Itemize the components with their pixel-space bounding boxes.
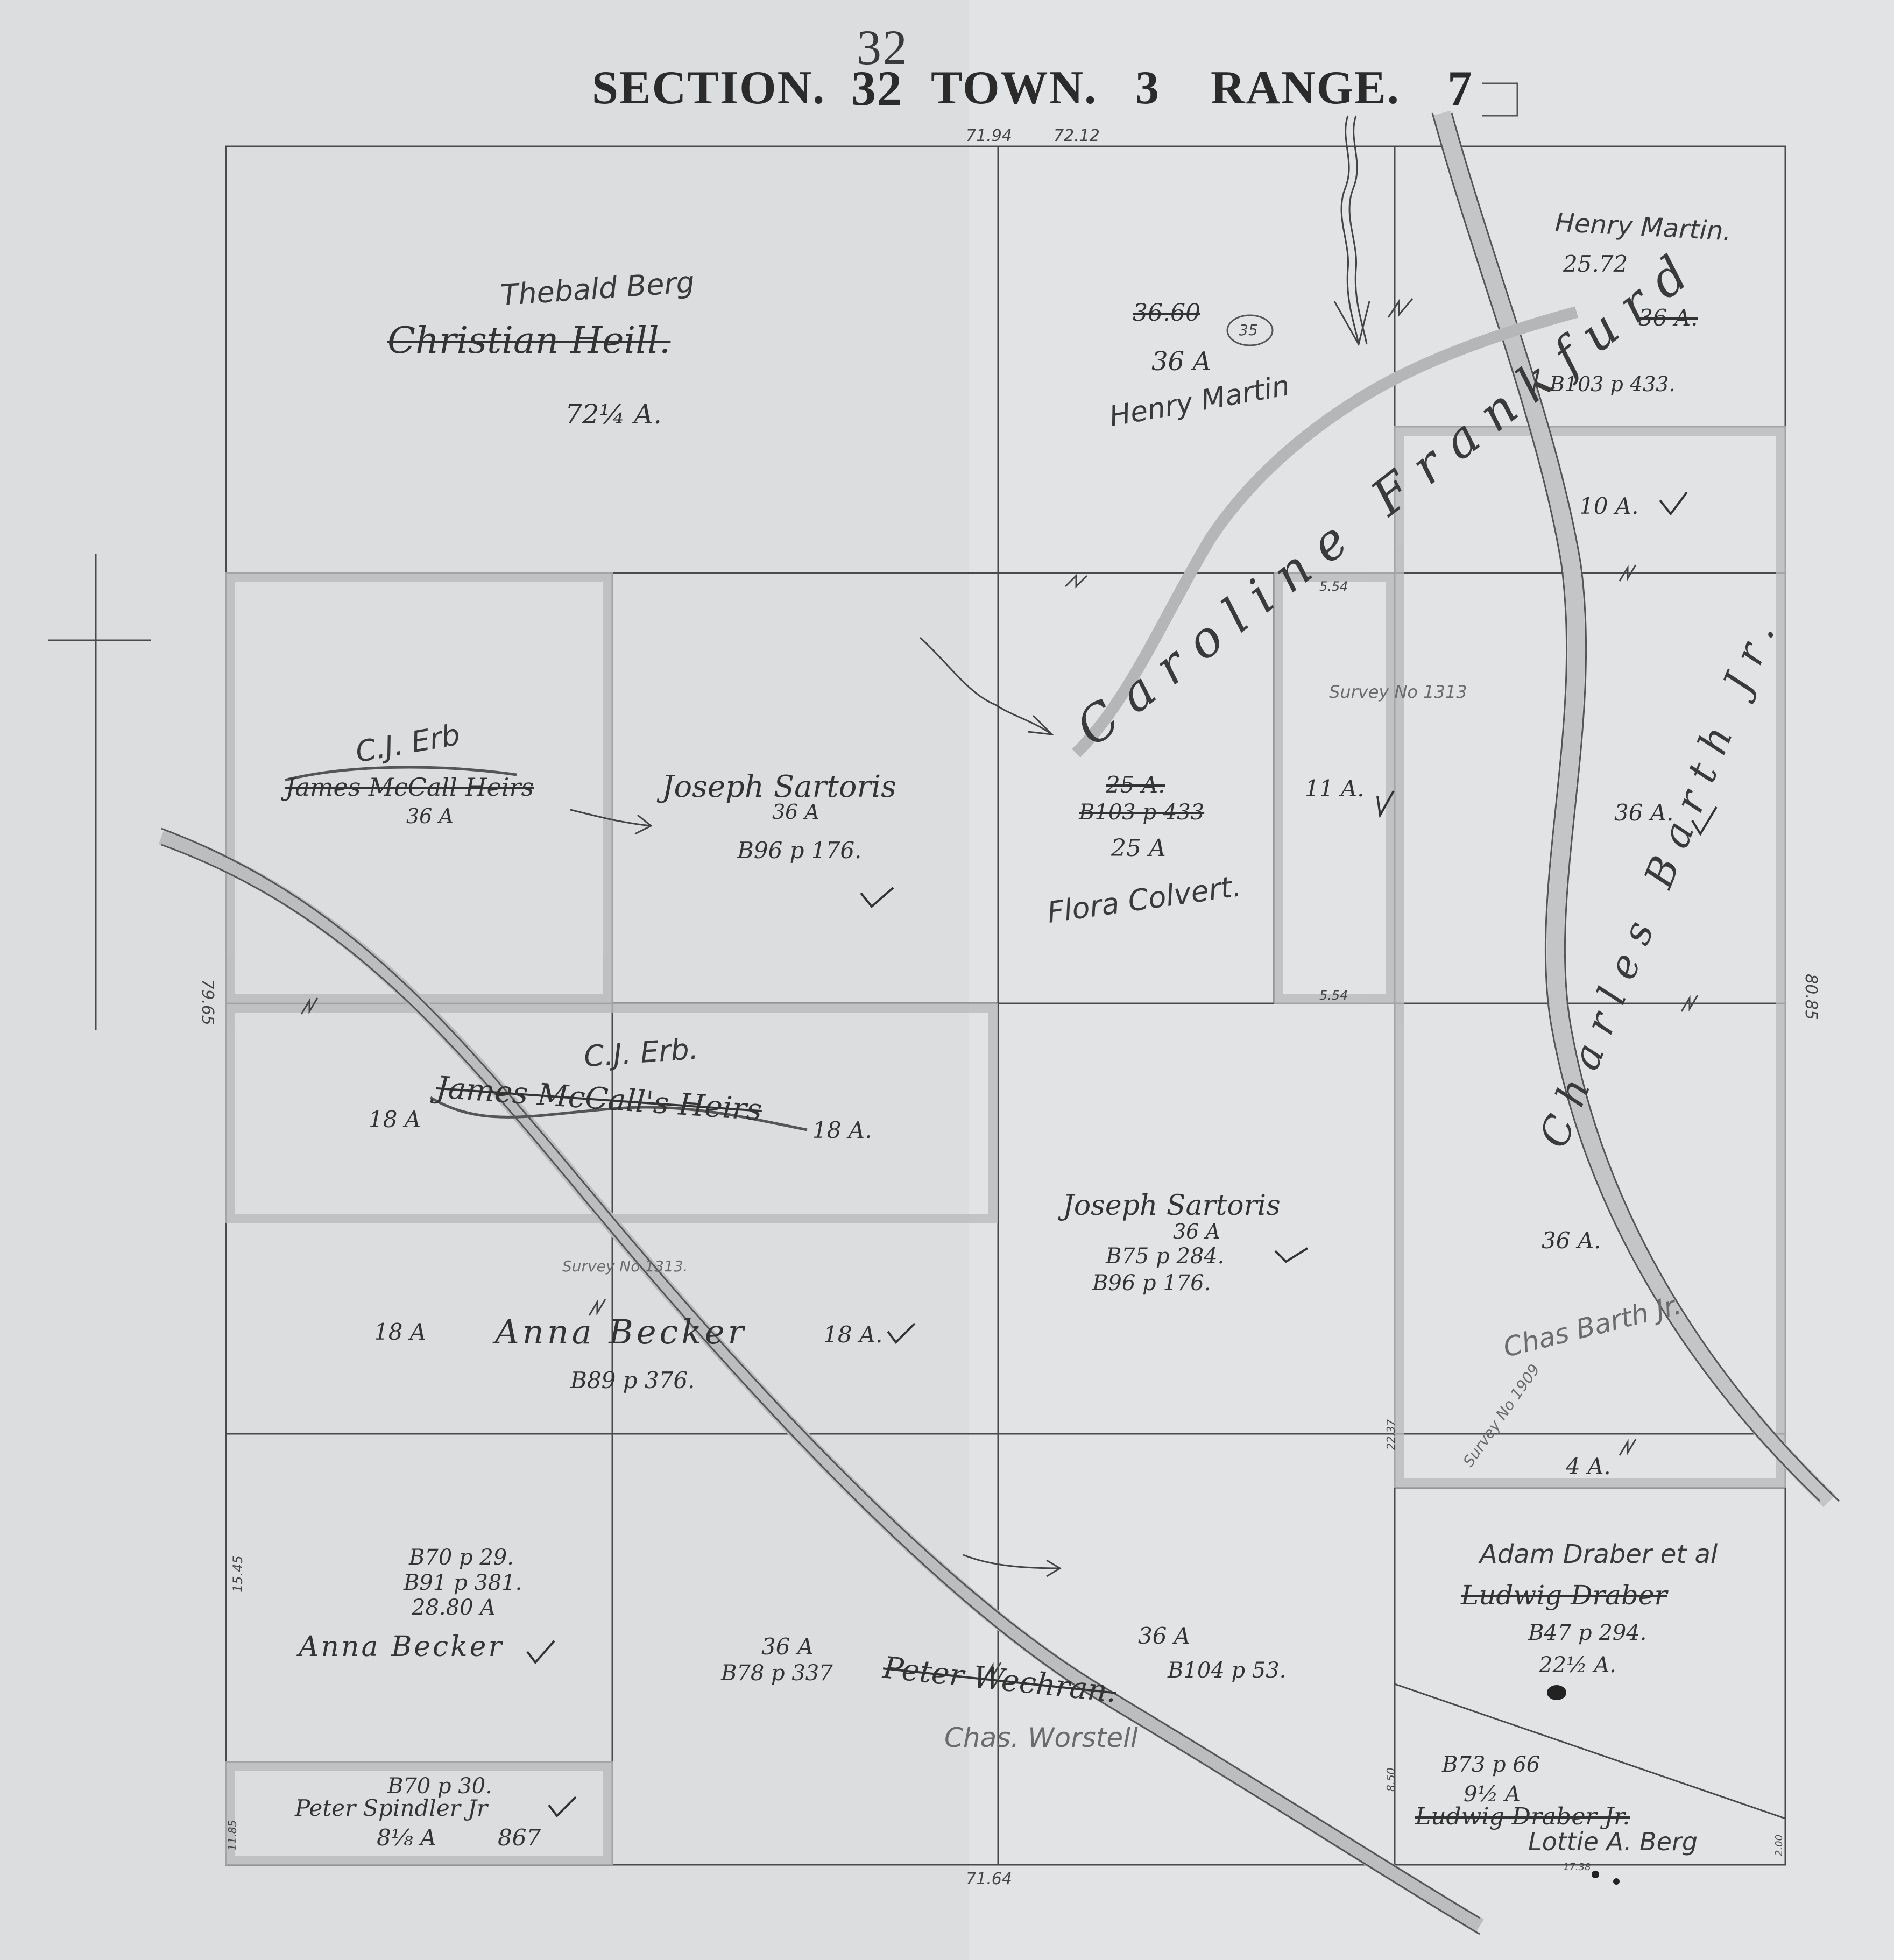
- spindler-acres: 8⅛ A: [377, 1824, 437, 1851]
- river: [1431, 110, 1840, 1508]
- worstell-acres-left: 36 A: [761, 1633, 814, 1660]
- center-small-acres: 11 A.: [1305, 775, 1365, 802]
- dim-center-right: 22.37: [1384, 1419, 1397, 1450]
- berg-se-owner-new: Lottie A. Berg: [1528, 1827, 1698, 1856]
- sartoris-center-book1: B75 p 284.: [1106, 1244, 1225, 1269]
- flora-acres: 25 A: [1111, 834, 1166, 862]
- arrows: [570, 636, 1062, 1577]
- draber-acres: 22½ A.: [1539, 1653, 1616, 1678]
- barth-lower-acres: 36 A.: [1542, 1227, 1601, 1254]
- title-section-number: 32: [851, 61, 903, 116]
- title-section-written: 32: [857, 20, 908, 75]
- check-marks: [526, 491, 1718, 1818]
- spindler-book: B70 p 30.: [387, 1774, 492, 1799]
- becker-low-owner: Anna Becker: [299, 1631, 504, 1663]
- sartoris-top-book: B96 p 176.: [737, 837, 862, 864]
- erb-top-owner-old: James McCall Heirs: [285, 773, 534, 802]
- north-cross: [48, 554, 151, 1030]
- dim-left: 79.65: [198, 979, 217, 1025]
- title-town-label: TOWN.: [931, 62, 1098, 114]
- sartoris-center-owner: Joseph Sartoris: [1063, 1190, 1281, 1222]
- survey-1313-top: Survey No 1313: [1329, 682, 1467, 702]
- sartoris-center-acres: 36 A: [1173, 1220, 1220, 1243]
- ne-book: B103 p 433.: [1550, 372, 1676, 396]
- becker-mid-acres-left: 18 A: [374, 1319, 427, 1345]
- spindler-extra: 867: [498, 1824, 541, 1851]
- sartoris-top-owner: Joseph Sartoris: [662, 769, 896, 804]
- becker-low-book1: B70 p 29.: [409, 1545, 514, 1570]
- ncenter-circle-label: 35: [1239, 321, 1258, 339]
- worstell-acres-right: 36 A: [1138, 1623, 1191, 1649]
- becker-mid-acres-right: 18 A.: [823, 1321, 883, 1348]
- draber-book: B47 p 294.: [1528, 1621, 1647, 1645]
- title-town-number: 3: [1135, 62, 1160, 114]
- dim-top-left: 71.94: [966, 126, 1012, 145]
- ink-dot: [1613, 1878, 1620, 1885]
- dim-bottom-right: 2.00: [1773, 1834, 1785, 1856]
- paper-right-tone: [969, 0, 1894, 1960]
- title-box: [1482, 82, 1518, 117]
- erb-bottom-acres-right: 18 A.: [812, 1117, 872, 1143]
- dim-bottom: 71.64: [966, 1870, 1012, 1888]
- berg-se-acres: 9½ A: [1464, 1782, 1521, 1807]
- title-range-label: RANGE.: [1211, 62, 1400, 114]
- barth-east-acres: 36 A.: [1614, 799, 1674, 826]
- becker-low-book2: B91 p 381.: [404, 1570, 522, 1595]
- draber-owner-new: Adam Draber et al: [1480, 1539, 1718, 1569]
- dim-left-lower: 15.45: [230, 1555, 245, 1593]
- caroline-line: [1072, 306, 1578, 758]
- berg-se-owner-old: Ludwig Draber Jr.: [1415, 1803, 1630, 1830]
- strike-waves: [285, 766, 808, 1131]
- worstell-book-right: B104 p 53.: [1168, 1658, 1287, 1683]
- nw-owner-old: Christian Heill.: [387, 320, 671, 362]
- flora-acres-old: 25 A.: [1106, 772, 1165, 798]
- dim-right: 80.85: [1801, 974, 1820, 1020]
- erb-bottom-acres-left: 18 A: [369, 1106, 421, 1133]
- ne-area: 25.72: [1563, 251, 1628, 277]
- dim-bottom-right-2: 17.38: [1563, 1862, 1591, 1873]
- sartoris-top-acres: 36 A: [772, 800, 819, 824]
- dim-lower-right: 8.50: [1384, 1767, 1397, 1792]
- dim-top-right: 72.12: [1054, 126, 1100, 145]
- ink-blot: [1547, 1685, 1566, 1700]
- stream: [1333, 115, 1370, 347]
- nw-acres: 72¼ A.: [565, 399, 662, 430]
- worstell-book-left: B78 p 337: [721, 1661, 833, 1686]
- becker-mid-book: B89 p 376.: [570, 1367, 695, 1393]
- dim-inner-top: 5.54: [1319, 579, 1348, 594]
- worstell-owner-new: Chas. Worstell: [944, 1722, 1138, 1753]
- barth-lower-acres-small: 4 A.: [1566, 1453, 1611, 1480]
- survey-1313-mid: Survey No 1313.: [562, 1257, 688, 1275]
- flora-book-old: B103 p 433: [1079, 800, 1205, 825]
- dim-left-bottom: 11.85: [226, 1820, 239, 1851]
- ncenter-acres-old: 36.60: [1133, 299, 1200, 327]
- spindler-owner: Peter Spindler Jr: [295, 1795, 488, 1821]
- becker-low-acres: 28.80 A: [412, 1595, 496, 1620]
- title-section-label: SECTION.: [592, 62, 826, 114]
- dim-inner-bottom: 5.54: [1319, 988, 1348, 1003]
- railroad: [158, 827, 1484, 1935]
- ne-small-acres: 10 A.: [1579, 493, 1639, 519]
- tick-marks: [300, 298, 1699, 1679]
- title-range-number: 7: [1447, 61, 1473, 116]
- circle-35: [1226, 314, 1274, 346]
- ncenter-acres: 36 A: [1151, 346, 1211, 377]
- becker-mid-owner: Anna Becker: [495, 1312, 747, 1352]
- erb-top-acres: 36 A: [406, 804, 454, 828]
- ne-acres-old: 36 A.: [1638, 305, 1698, 331]
- sartoris-center-book2: B96 p 176.: [1092, 1271, 1211, 1296]
- draber-owner-old: Ludwig Draber: [1461, 1580, 1667, 1611]
- erb-bottom-owner-new: C.J. Erb.: [583, 1031, 699, 1074]
- ink-dot: [1592, 1871, 1599, 1878]
- berg-se-book: B73 p 66: [1442, 1752, 1540, 1777]
